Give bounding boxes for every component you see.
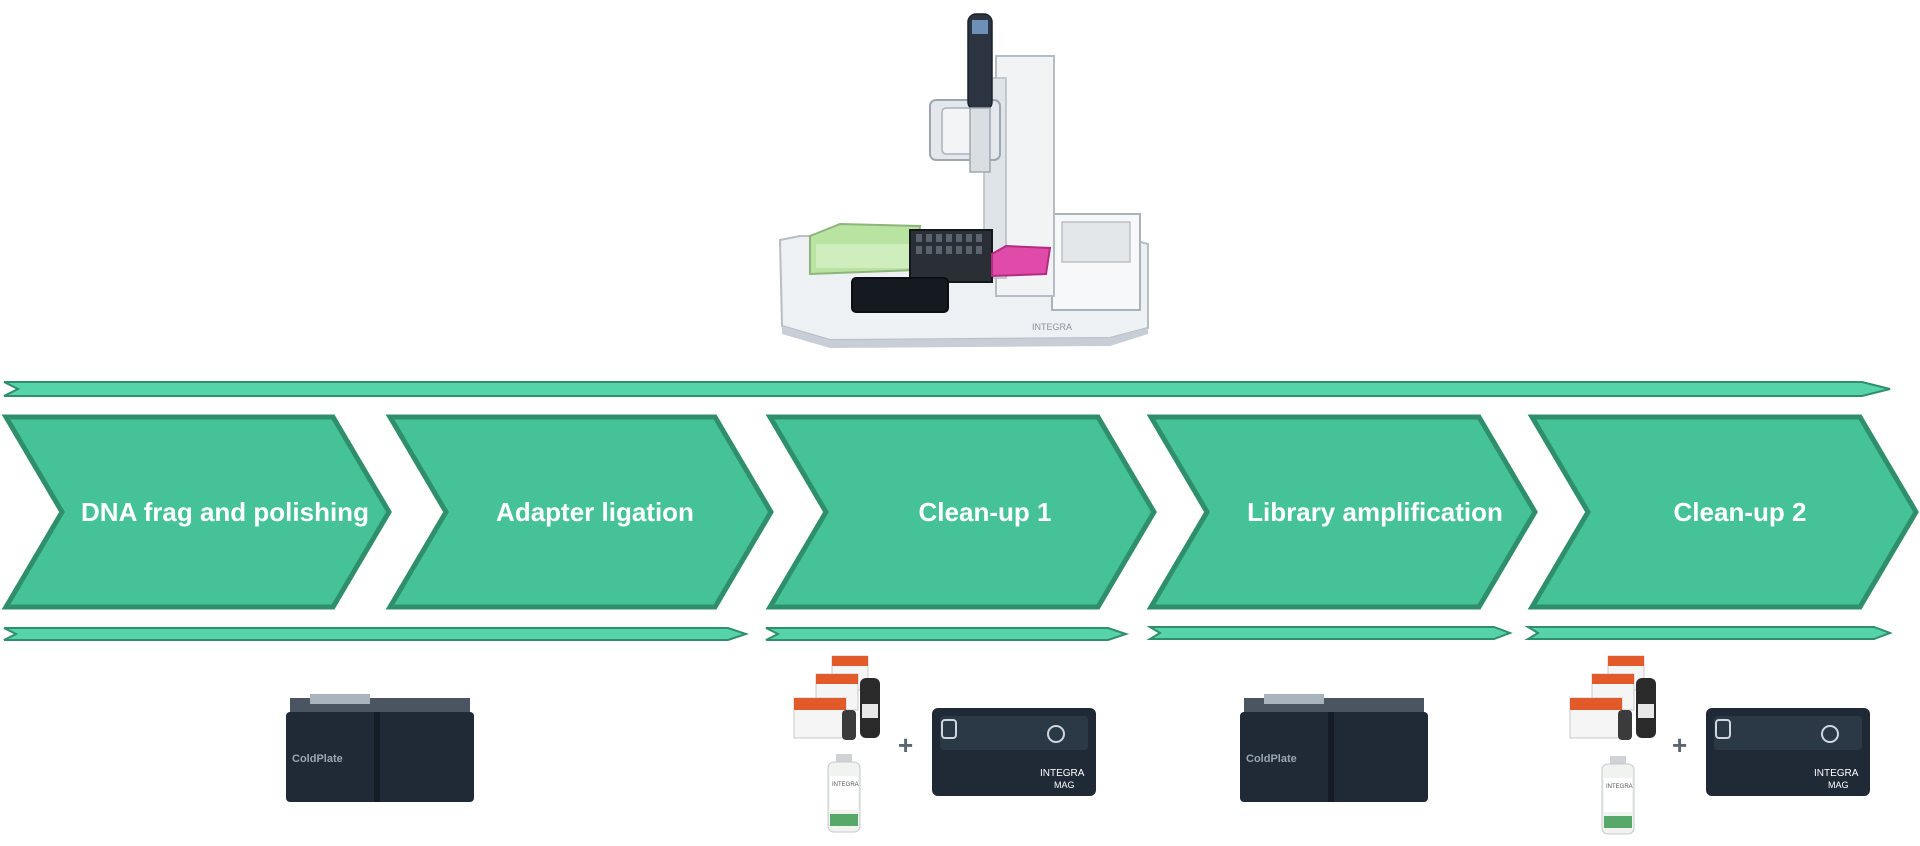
step-label-adapter-ligation: Adapter ligation xyxy=(496,496,694,527)
coldplate-label-2: ColdPlate xyxy=(1246,753,1297,765)
bottle-label-2: INTEGRA xyxy=(1606,784,1633,790)
mag-label-1-line2: MAG xyxy=(1054,780,1075,790)
bottom-phase-arrows xyxy=(3,626,1893,641)
step-label-dna-frag: DNA frag and polishing xyxy=(81,496,369,527)
mag-label-1-line1: INTEGRA xyxy=(1040,768,1085,779)
pipetting-robot-image: INTEGRA xyxy=(778,13,1149,348)
plus-sign-1: + xyxy=(898,730,914,760)
workflow-chevrons xyxy=(1,414,1919,610)
step-label-library-amplification: Library amplification xyxy=(1247,496,1503,527)
reagent-kit-2 xyxy=(1569,655,1656,740)
step-label-clean-up-1: Clean-up 1 xyxy=(918,496,1052,527)
coldplate-device-2: ColdPlate xyxy=(1240,694,1428,802)
integra-mag-device-1: INTEGRA MAG xyxy=(932,708,1096,796)
top-span-arrow xyxy=(3,381,1891,397)
reagent-bottle-2: INTEGRA xyxy=(1601,756,1635,835)
integra-mag-device-2: INTEGRA MAG xyxy=(1706,708,1870,796)
mag-label-2-line1: INTEGRA xyxy=(1814,768,1859,779)
step-label-clean-up-2: Clean-up 2 xyxy=(1673,496,1807,527)
coldplate-device-1: ColdPlate xyxy=(286,694,474,802)
reagent-bottle-1: INTEGRA xyxy=(827,754,861,833)
mag-label-2-line2: MAG xyxy=(1828,780,1849,790)
plus-sign-2: + xyxy=(1672,730,1688,760)
robot-brand-label: INTEGRA xyxy=(1032,322,1072,332)
bottle-label-1: INTEGRA xyxy=(832,782,859,788)
reagent-kit-1 xyxy=(793,655,880,740)
coldplate-label-1: ColdPlate xyxy=(292,753,343,765)
